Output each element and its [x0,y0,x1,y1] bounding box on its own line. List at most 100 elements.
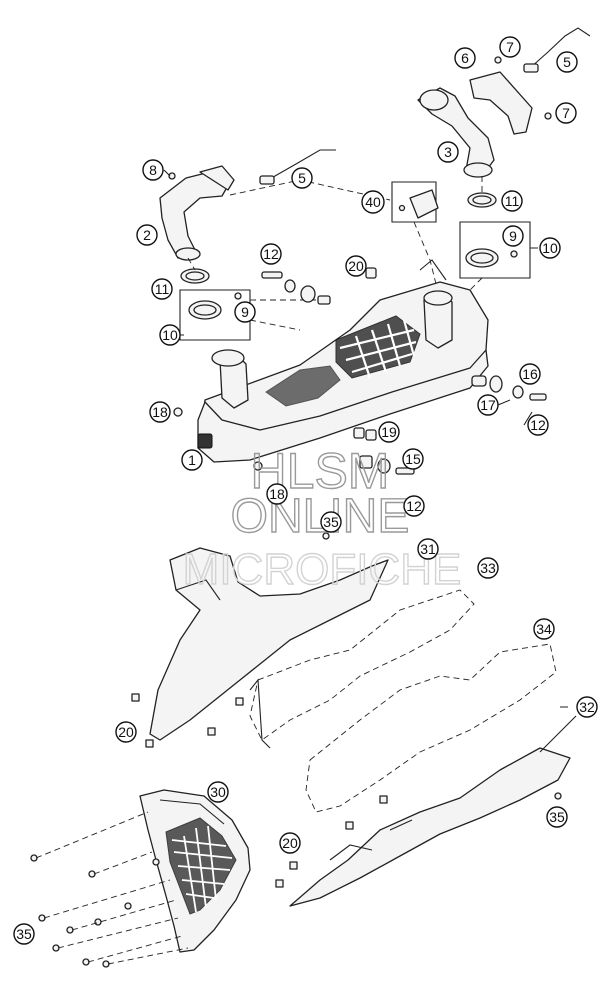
callout-35-left: 35 [13,923,35,945]
clamp-9-10-left-group [179,289,251,341]
svg-text:30: 30 [210,784,226,800]
nut-20-top [365,267,377,279]
svg-text:19: 19 [381,424,397,440]
svg-text:20: 20 [348,258,364,274]
svg-text:6: 6 [461,50,469,66]
svg-text:35: 35 [323,514,339,530]
callout-20-lower: 20 [279,832,301,854]
callout-12-top: 12 [260,243,282,265]
oxygen-sensor-5-left [259,149,336,185]
svg-text:1: 1 [188,452,196,468]
svg-text:20: 20 [118,724,134,740]
svg-text:35: 35 [549,809,565,825]
gasket-11-right [467,192,497,208]
callout-leaders [163,169,577,753]
muffler-1 [197,259,489,463]
hardware-right-side [471,375,547,401]
bolt-8 [168,172,176,180]
callout-35-top: 35 [320,511,342,533]
callout-2: 2 [136,224,158,246]
callout-11-left: 11 [151,278,173,300]
svg-text:35: 35 [16,926,32,942]
clamp-9-10-right-group [459,221,531,279]
callout-18-lower: 18 [266,483,288,505]
callout-33: 33 [477,557,499,579]
callout-5-left: 5 [291,167,313,189]
callout-12-lower: 12 [403,495,425,517]
callout-5-top: 5 [556,51,578,73]
svg-text:15: 15 [405,451,421,467]
svg-text:5: 5 [563,54,571,70]
callout-35-right: 35 [546,806,568,828]
clips-20 [131,532,562,888]
svg-text:40: 40 [365,194,381,210]
callout-10-right: 10 [539,237,561,259]
heat-shield-liner-34 [305,643,557,813]
callout-8: 8 [142,159,164,181]
svg-text:7: 7 [506,39,514,55]
callout-17: 17 [477,394,499,416]
header-pipe-2 [159,165,235,261]
svg-text:5: 5 [298,170,306,186]
muffler-grille [335,315,421,379]
svg-text:3: 3 [444,144,452,160]
svg-text:9: 9 [509,228,517,244]
callout-7-right: 7 [555,102,577,124]
callout-19: 19 [378,421,400,443]
svg-text:7: 7 [562,105,570,121]
screws-35-left [30,811,189,968]
svg-text:16: 16 [522,366,538,382]
callout-10-left: 10 [159,324,181,346]
heat-shield-liner-33 [249,589,475,749]
svg-text:9: 9 [241,304,249,320]
callout-20-top: 20 [345,255,367,277]
header-pipe-3 [417,87,495,178]
callout-18-left: 18 [149,401,171,423]
callout-1: 1 [181,449,203,471]
hardware-top-bolt-12 [261,271,331,305]
callout-11-right: 11 [501,190,523,212]
gasket-11-left [180,268,210,284]
svg-text:34: 34 [536,621,552,637]
front-cover-30 [139,789,251,953]
callout-3: 3 [437,141,459,163]
callout-6: 6 [454,47,476,69]
clamp-40-group [391,181,439,223]
svg-text:17: 17 [480,397,496,413]
svg-text:32: 32 [579,699,595,715]
svg-text:12: 12 [263,246,279,262]
oxygen-sensor-5-upper [523,27,591,73]
svg-text:11: 11 [505,193,520,209]
svg-text:12: 12 [530,417,546,433]
callout-31: 31 [417,538,439,560]
callout-7-top: 7 [499,36,521,58]
svg-text:18: 18 [269,486,285,502]
heat-shield-31 [149,547,389,741]
bolt-7-upper [494,56,552,120]
hardware-lower-bolt [353,427,415,475]
callout-16: 16 [519,363,541,385]
callout-12-right: 12 [527,414,549,436]
watermark-line-2: ONLINE [231,490,410,543]
callout-32: 32 [576,696,598,718]
callout-40: 40 [361,190,385,214]
callout-34: 34 [533,618,555,640]
svg-text:2: 2 [143,227,151,243]
svg-text:33: 33 [480,560,496,576]
callout-20-left: 20 [115,721,137,743]
callout-15: 15 [402,448,424,470]
svg-text:20: 20 [282,835,298,851]
heat-shield-6 [469,71,533,135]
svg-text:8: 8 [149,162,157,178]
callout-9-left: 9 [234,301,256,323]
svg-text:18: 18 [152,404,168,420]
callout-group: 7 6 5 7 3 8 5 40 11 2 9 10 12 20 11 9 10… [13,36,598,945]
heat-shield-32 [289,747,571,907]
svg-text:10: 10 [162,327,178,343]
watermark: HLSM ONLINE MICROFICHE [182,442,462,594]
svg-text:12: 12 [406,498,422,514]
callout-30: 30 [207,781,229,803]
callout-9-right: 9 [502,225,524,247]
watermark-line-3: MICROFICHE [183,545,462,594]
